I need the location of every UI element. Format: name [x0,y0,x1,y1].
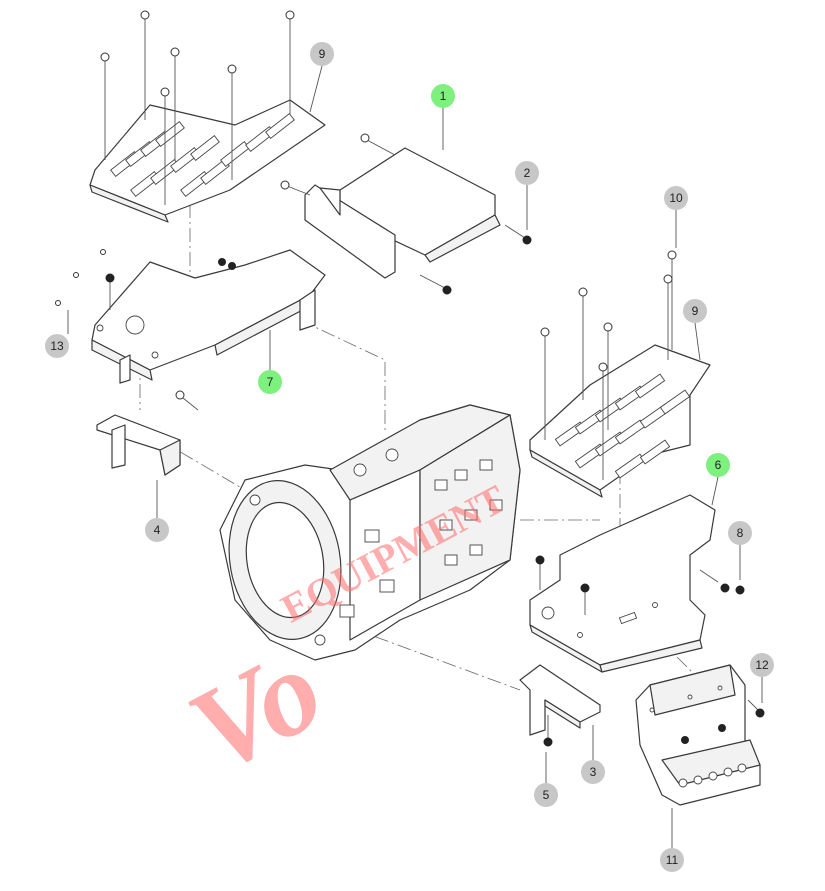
floor-plate-left [89,99,326,223]
callout-leaders [67,65,763,848]
screws-top-left [100,10,295,205]
callout-5-label: 5 [543,788,550,802]
callout-11: 11 [660,848,684,872]
callout-10-label: 10 [669,191,683,205]
callout-12-marker [750,653,774,677]
callout-4-marker [145,518,169,542]
callout-10: 10 [664,186,688,210]
cover-screws [280,133,532,295]
callout-7: 7 [258,370,282,394]
screw-lower-bracket [543,715,553,747]
callout-1: 1 [431,84,455,108]
callout-3-marker [581,760,605,784]
callout-13-label: 13 [50,339,64,353]
callout-9-left-label: 9 [319,47,326,61]
callout-5: 5 [534,783,558,807]
callout-8-marker [728,521,752,545]
callout-8: 8 [728,521,752,545]
callout-1-label: 1 [440,89,447,103]
screws-right-plate [540,250,677,480]
callout-9-left: 9 [310,42,334,66]
callout-13-marker [45,334,69,358]
callout-11-label: 11 [666,853,679,867]
callout-9-right-label: 9 [692,304,699,318]
bracket-plate-left [91,249,326,384]
callout-10-marker [664,186,688,210]
callout-7-label: 7 [267,375,274,389]
callout-7-marker [258,370,282,394]
callout-8-label: 8 [737,526,744,540]
callout-1-marker [431,84,455,108]
callout-4-label: 4 [154,523,161,537]
callout-9-right: 9 [683,299,707,323]
callout-6-marker [706,453,730,477]
step-tray [635,664,761,806]
callout-6: 6 [706,453,730,477]
tunnel-cover [304,147,501,279]
callout-3-label: 3 [590,765,597,779]
callout-12: 12 [750,653,774,677]
support-bracket-left [96,414,181,476]
callout-5-marker [534,783,558,807]
callout-11-marker [660,848,684,872]
callout-9-right-marker [683,299,707,323]
callout-3: 3 [581,760,605,784]
floor-plate-right [529,344,711,498]
callout-2: 2 [515,161,539,185]
support-bracket-right [519,664,601,736]
bracket-plate-screws [55,249,236,411]
callout-6-label: 6 [715,458,722,472]
screws-right-bracket [535,555,745,615]
transmission-housing [219,404,521,661]
callout-12-label: 12 [755,658,769,672]
callout-13: 13 [45,334,69,358]
callout-9-left-marker [310,42,334,66]
callout-4: 4 [145,518,169,542]
bracket-plate-right [529,494,716,673]
callout-2-label: 2 [524,166,531,180]
screw-tray [747,699,765,718]
callout-2-marker [515,161,539,185]
